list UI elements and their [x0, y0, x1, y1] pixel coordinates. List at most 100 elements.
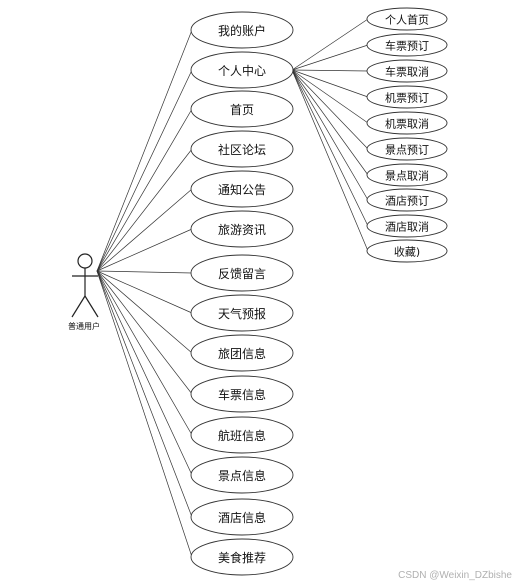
actor: 普通用户 [68, 253, 100, 331]
use-case-feedback[interactable]: 反馈留言 [190, 254, 294, 292]
sub-use-case-ellipse [366, 137, 448, 161]
sub-use-case-ellipse [366, 111, 448, 135]
use-case-ellipse [190, 254, 294, 292]
use-case-scenic-info[interactable]: 景点信息 [190, 456, 294, 494]
sub-use-case-ellipse [366, 33, 448, 57]
use-case-ellipse [190, 51, 294, 89]
use-case-ellipse [190, 416, 294, 454]
use-case-label: 景点信息 [218, 468, 266, 483]
use-case-label: 航班信息 [218, 428, 266, 443]
sub-use-case-hotel-cancel[interactable]: 酒店取消 [366, 214, 448, 238]
use-case-ellipse [190, 498, 294, 536]
sub-use-case-ellipse [366, 188, 448, 212]
association-line [96, 270, 193, 354]
association-line [291, 44, 369, 71]
use-case-ellipse [190, 130, 294, 168]
use-case-group: 我的账户个人中心首页社区论坛通知公告旅游资讯反馈留言天气预报旅团信息车票信息航班… [190, 11, 294, 576]
sub-use-case-label: 收藏) [394, 245, 420, 259]
association-line [96, 270, 193, 314]
use-case-ellipse [190, 375, 294, 413]
sub-use-case-label: 车票取消 [385, 65, 429, 79]
use-case-label: 我的账户 [218, 23, 266, 38]
use-case-ellipse [190, 334, 294, 372]
association-line [96, 188, 193, 272]
association-line [96, 148, 193, 272]
association-line [96, 29, 193, 272]
sub-use-case-favorites[interactable]: 收藏) [366, 239, 448, 263]
use-case-label: 美食推荐 [218, 550, 266, 565]
sub-use-case-label: 机票取消 [385, 117, 429, 131]
association-line [96, 69, 193, 272]
association-line [291, 69, 369, 252]
use-case-label: 旅游资讯 [218, 223, 266, 237]
association-line [96, 270, 193, 558]
sub-use-case-label: 机票预订 [385, 91, 429, 105]
sub-use-case-personal-home[interactable]: 个人首页 [366, 7, 448, 31]
association-line [291, 18, 369, 71]
association-line [96, 270, 193, 476]
use-case-ellipse [190, 11, 294, 49]
sub-use-case-hotel-book[interactable]: 酒店预订 [366, 188, 448, 212]
use-case-ellipse [190, 90, 294, 128]
use-case-label: 旅团信息 [218, 346, 266, 361]
association-line [291, 69, 369, 124]
actor-right-leg [84, 295, 99, 318]
association-line [291, 69, 369, 72]
association-line [96, 270, 193, 395]
sub-use-case-ellipse [366, 7, 448, 31]
association-line [291, 69, 369, 98]
association-line [96, 108, 193, 272]
watermark: CSDN @Weixin_DZbishe [398, 570, 512, 581]
use-case-ellipse [190, 210, 294, 248]
association-line [291, 69, 369, 227]
use-case-ellipse [190, 170, 294, 208]
use-case-ticket-info[interactable]: 车票信息 [190, 375, 294, 413]
association-line [291, 69, 369, 150]
use-case-ellipse [190, 538, 294, 576]
use-case-weather[interactable]: 天气预报 [190, 294, 294, 332]
sub-use-case-scenic-book[interactable]: 景点预订 [366, 137, 448, 161]
use-case-label: 反馈留言 [218, 267, 266, 281]
sub-use-case-ellipse [366, 85, 448, 109]
association-lines [96, 18, 369, 558]
association-line [96, 270, 193, 274]
sub-use-case-label: 车票预订 [385, 39, 429, 53]
use-case-ellipse [190, 294, 294, 332]
use-case-my-account[interactable]: 我的账户 [190, 11, 294, 49]
sub-use-case-label: 酒店预订 [385, 194, 429, 208]
use-case-label: 天气预报 [218, 306, 266, 321]
use-case-label: 通知公告 [218, 183, 266, 197]
use-case-notice[interactable]: 通知公告 [190, 170, 294, 208]
association-line [96, 270, 193, 436]
sub-use-case-ticket-book[interactable]: 车票预订 [366, 33, 448, 57]
sub-use-case-scenic-cancel[interactable]: 景点取消 [366, 163, 448, 187]
actor-left-leg [71, 295, 86, 318]
use-case-ellipse [190, 456, 294, 494]
use-case-label: 个人中心 [218, 63, 266, 78]
use-case-community-forum[interactable]: 社区论坛 [190, 130, 294, 168]
use-case-flight-info[interactable]: 航班信息 [190, 416, 294, 454]
actor-head-icon [77, 253, 93, 269]
sub-use-case-ellipse [366, 163, 448, 187]
use-case-label: 社区论坛 [218, 142, 266, 157]
sub-use-case-ellipse [366, 214, 448, 238]
sub-use-case-label: 酒店取消 [385, 220, 429, 234]
sub-use-case-flight-cancel[interactable]: 机票取消 [366, 111, 448, 135]
sub-use-case-flight-book[interactable]: 机票预订 [366, 85, 448, 109]
use-case-hotel-info[interactable]: 酒店信息 [190, 498, 294, 536]
use-case-label: 首页 [230, 103, 254, 117]
use-case-home[interactable]: 首页 [190, 90, 294, 128]
sub-use-case-ticket-cancel[interactable]: 车票取消 [366, 59, 448, 83]
sub-use-case-label: 景点预订 [385, 144, 429, 157]
use-case-label: 酒店信息 [218, 510, 266, 525]
use-case-tour-group-info[interactable]: 旅团信息 [190, 334, 294, 372]
sub-use-case-label: 个人首页 [385, 13, 429, 27]
sub-use-case-label: 景点取消 [385, 169, 429, 183]
use-case-travel-news[interactable]: 旅游资讯 [190, 210, 294, 248]
association-line [96, 228, 193, 272]
use-case-personal-center[interactable]: 个人中心 [190, 51, 294, 89]
association-line [96, 270, 193, 518]
use-case-food-recommend[interactable]: 美食推荐 [190, 538, 294, 576]
